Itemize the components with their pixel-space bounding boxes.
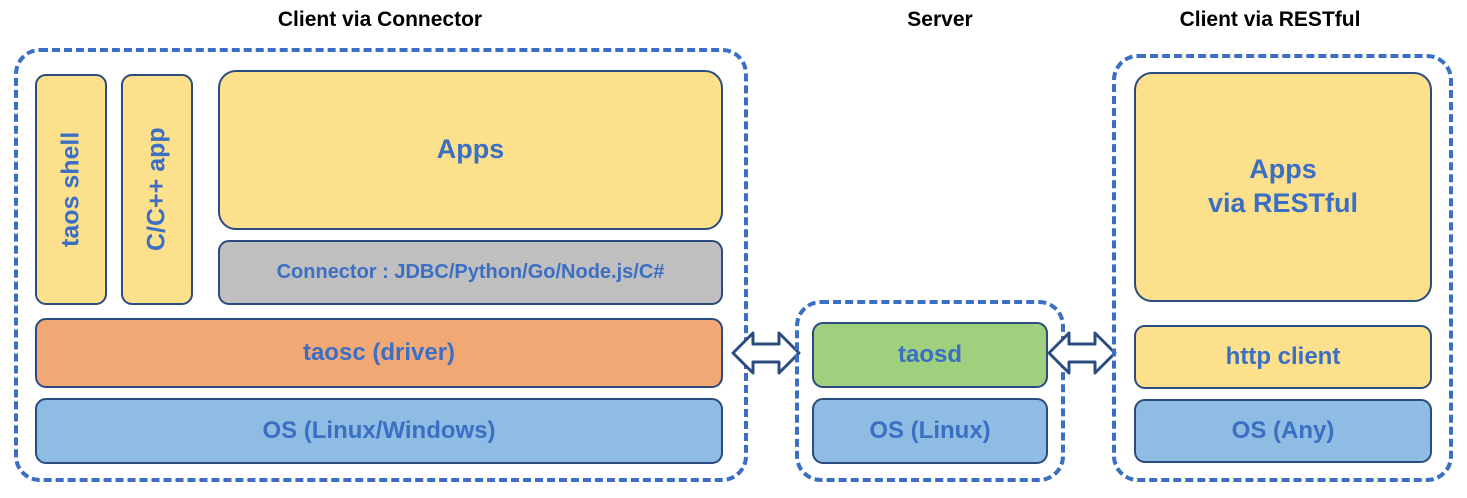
- box-apps-via-restful[interactable]: Apps via RESTful: [1134, 72, 1432, 302]
- bidirectional-arrow-icon: [731, 331, 801, 375]
- panel-client-via-restful: [1112, 54, 1453, 482]
- bidirectional-arrow-icon: [1047, 331, 1117, 375]
- box-c-cpp-app[interactable]: C/C++ app: [121, 74, 193, 305]
- title-client-via-connector: Client via Connector: [277, 8, 483, 31]
- box-os-linux[interactable]: OS (Linux): [812, 398, 1048, 464]
- box-taos-shell[interactable]: taos shell: [35, 74, 107, 305]
- title-server: Server: [907, 8, 973, 31]
- title-client-via-restful: Client via RESTful: [1179, 8, 1361, 31]
- box-os-linux-windows[interactable]: OS (Linux/Windows): [35, 398, 723, 464]
- panel-server: [795, 300, 1065, 482]
- box-apps-via-restful-line2: via RESTful: [1207, 188, 1359, 218]
- box-connector[interactable]: Connector : JDBC/Python/Go/Node.js/C#: [218, 240, 723, 305]
- box-taosd[interactable]: taosd: [812, 322, 1048, 388]
- bidirectional-arrow-left: [731, 327, 801, 379]
- box-taosc-driver[interactable]: taosc (driver): [35, 318, 723, 388]
- bidirectional-arrow-right: [1047, 327, 1117, 379]
- box-os-any[interactable]: OS (Any): [1134, 399, 1432, 463]
- panel-client-via-connector: [14, 48, 748, 482]
- box-http-client[interactable]: http client: [1134, 325, 1432, 389]
- box-apps[interactable]: Apps: [218, 70, 723, 230]
- box-apps-via-restful-line1: Apps: [1249, 154, 1317, 185]
